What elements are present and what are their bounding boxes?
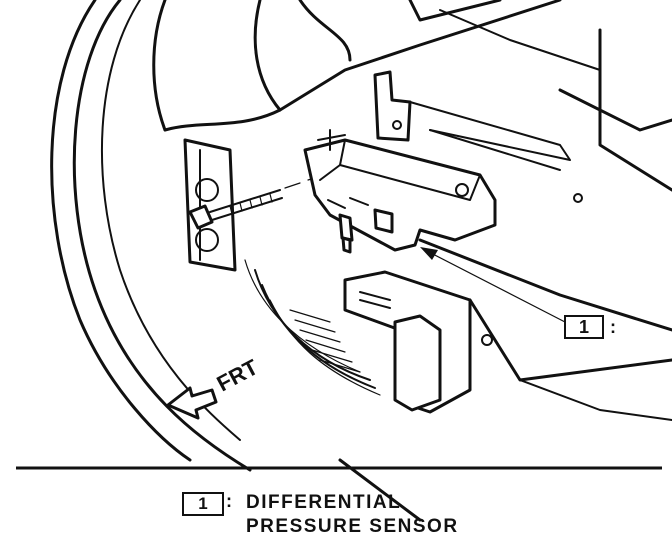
callout-colon: : xyxy=(610,317,616,337)
legend-number-box: 1 xyxy=(182,492,224,516)
wheel-well-fender xyxy=(50,0,282,472)
legend-label-line1: DIFFERENTIAL xyxy=(246,492,402,513)
callout-arrowhead xyxy=(420,247,438,260)
front-direction-indicator: FRT xyxy=(166,354,263,420)
mounting-bracket xyxy=(183,138,237,272)
callout-label: 1 : xyxy=(564,315,616,339)
mounting-bolt xyxy=(188,176,319,230)
wiring-harness xyxy=(244,259,381,396)
legend-label-line2: PRESSURE SENSOR xyxy=(246,516,459,537)
differential-pressure-sensor xyxy=(303,129,497,254)
sensor-bracket xyxy=(373,70,571,171)
front-arrow-icon xyxy=(166,386,218,420)
callout-leader-line xyxy=(424,249,566,323)
callout-number: 1 xyxy=(579,317,589,337)
connector-module xyxy=(343,270,472,414)
legend-colon: : xyxy=(226,491,232,511)
front-label: FRT xyxy=(213,354,263,396)
inner-body-panel xyxy=(163,0,672,522)
